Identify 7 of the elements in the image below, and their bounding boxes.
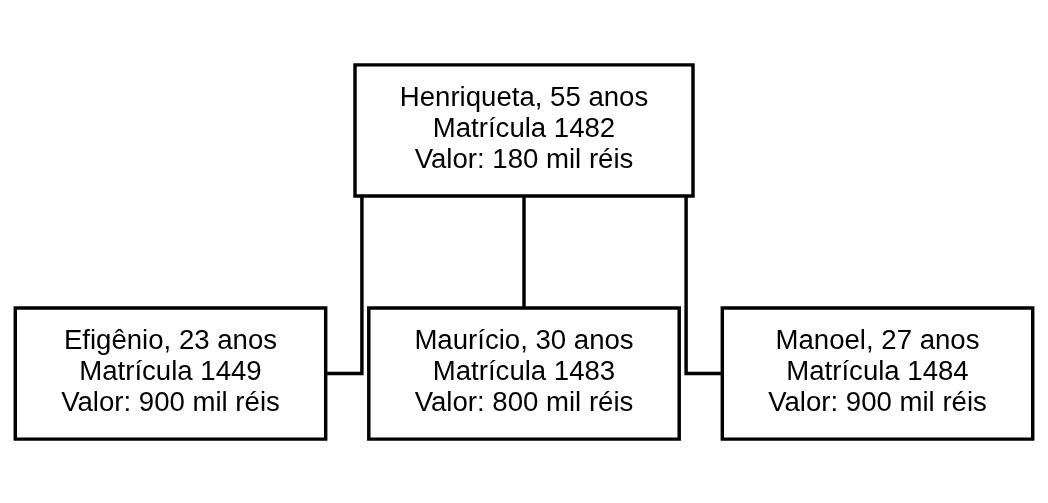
- node-box: Maurício, 30 anos Matrícula 1483 Valor: 800 mil réis: [367, 305, 681, 441]
- connector: [684, 195, 723, 375]
- node-box: Manoel, 27 anos Matrícula 1484 Valor: 900 mil réis: [720, 305, 1035, 441]
- node-box: Henriqueta, 55 anos Matrícula 1482 Valor: 180 mil réis: [353, 62, 695, 198]
- connector: [522, 195, 526, 308]
- node-box: Efigênio, 23 anos Matrícula 1449 Valor: 900 mil réis: [13, 305, 328, 441]
- connector: [325, 195, 364, 375]
